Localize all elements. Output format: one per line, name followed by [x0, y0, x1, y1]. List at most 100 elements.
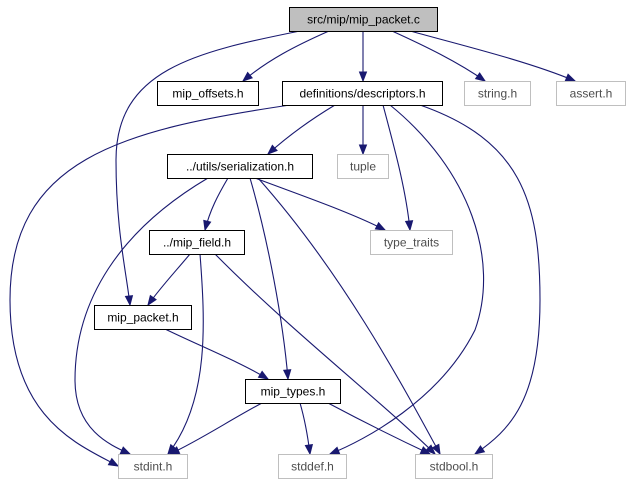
edge-arrowhead: [374, 221, 387, 231]
edge-line: [382, 104, 411, 231]
edge-line: [419, 104, 541, 455]
edge-line: [329, 104, 485, 455]
node-stdbool-h: stdbool.h: [415, 454, 493, 479]
node-box: [118, 454, 188, 479]
node-label: string.h: [478, 87, 517, 101]
edge-mip_packet_c-to-assert_h: [409, 30, 577, 82]
edge-arrowhead: [147, 294, 157, 307]
node-mip-packet-c[interactable]: src/mip/mip_packet.c: [289, 7, 438, 32]
edge-line: [327, 402, 431, 455]
node-box: [245, 379, 341, 404]
node-type-traits: type_traits: [370, 230, 453, 255]
node-box: [167, 154, 313, 179]
node-label: ../mip_field.h: [163, 236, 231, 250]
edge-line: [242, 30, 330, 82]
edge-arrowhead: [107, 457, 120, 467]
node-mip-types-h[interactable]: mip_types.h: [245, 379, 341, 404]
edge-mip_packet_c-to-mip_offsets_h: [241, 30, 330, 82]
node-box: [337, 154, 389, 179]
edge-arrowhead: [257, 370, 270, 380]
node-label: stddef.h: [291, 460, 334, 474]
edge-serialization_h-to-type_traits: [254, 177, 387, 231]
edge-serialization_h-to-stdint_h: [74, 177, 209, 455]
node-descriptors-h[interactable]: definitions/descriptors.h: [282, 81, 443, 106]
edge-arrowhead: [119, 446, 132, 455]
edge-line: [254, 177, 386, 231]
edge-descriptors_h-to-serialization_h: [266, 104, 336, 155]
node-stddef-h: stddef.h: [278, 454, 347, 479]
edge-serialization_h-to-stdbool_h: [257, 177, 441, 456]
edge-line: [409, 30, 576, 82]
edge-arrowhead: [124, 295, 134, 307]
node-box: [370, 230, 453, 255]
node-box: [289, 7, 438, 32]
node-label: mip_packet.h: [107, 311, 178, 325]
edge-mip_field_h-to-stdbool_h: [214, 253, 436, 455]
edge-arrowhead: [168, 446, 181, 455]
node-box: [464, 81, 531, 106]
edge-line: [267, 104, 336, 155]
edge-mip_field_h-to-mip_packet_h: [147, 253, 191, 307]
edge-arrowhead: [282, 369, 292, 381]
node-serialization-h[interactable]: ../utils/serialization.h: [167, 154, 313, 179]
node-box: [149, 230, 245, 255]
edge-line: [167, 253, 204, 455]
node-box: [157, 81, 259, 106]
edge-line: [214, 253, 436, 455]
edge-serialization_h-to-mip_field_h: [203, 177, 229, 232]
node-string-h: string.h: [464, 81, 531, 106]
edge-arrowhead: [328, 446, 341, 455]
node-label: type_traits: [384, 236, 439, 250]
edge-line: [9, 104, 291, 467]
node-box: [415, 454, 493, 479]
edge-mip_types_h-to-stddef_h: [299, 402, 314, 456]
node-mip-offsets-h[interactable]: mip_offsets.h: [157, 81, 259, 106]
edge-arrowhead: [564, 73, 577, 82]
edge-mip_packet_c-to-descriptors_h: [358, 30, 368, 83]
node-mip-field-h[interactable]: ../mip_field.h: [149, 230, 245, 255]
node-label: src/mip/mip_packet.c: [307, 13, 420, 27]
nodes-layer: src/mip/mip_packet.c mip_offsets.h definit…: [94, 7, 626, 479]
node-tuple: tuple: [337, 154, 389, 179]
edge-mip_types_h-to-stdint_h: [168, 402, 263, 455]
edge-arrowhead: [404, 220, 414, 232]
edge-arrowhead: [474, 72, 487, 82]
node-mip-packet-h[interactable]: mip_packet.h: [94, 305, 192, 330]
edge-line: [257, 177, 441, 455]
edge-line: [147, 253, 191, 306]
edge-serialization_h-to-mip_types_h: [249, 177, 292, 381]
edge-arrowhead: [425, 444, 436, 455]
edge-descriptors_h-to-stdint_h: [9, 104, 291, 467]
edge-descriptors_h-to-type_traits: [382, 104, 414, 232]
node-label: tuple: [350, 160, 376, 174]
node-label: stdbool.h: [430, 460, 479, 474]
edges-layer: [9, 30, 577, 467]
node-box: [94, 305, 192, 330]
edge-mip_packet_c-to-string_h: [391, 30, 487, 82]
edge-mip_packet_h-to-mip_types_h: [164, 328, 270, 380]
edge-arrowhead: [358, 71, 368, 83]
edge-arrowhead: [266, 144, 278, 155]
edge-line: [164, 328, 269, 380]
node-label: assert.h: [570, 87, 613, 101]
edge-arrowhead: [358, 144, 368, 156]
edge-mip_types_h-to-stdbool_h: [327, 402, 432, 455]
edge-descriptors_h-to-tuple: [358, 104, 368, 156]
edge-arrowhead: [431, 443, 441, 456]
edge-line: [169, 402, 263, 455]
node-stdint-h: stdint.h: [118, 454, 188, 479]
node-label: mip_types.h: [261, 385, 326, 399]
node-label: mip_offsets.h: [172, 87, 243, 101]
edge-arrowhead: [203, 219, 212, 232]
node-label: stdint.h: [134, 460, 173, 474]
edge-arrowhead: [304, 444, 314, 456]
node-label: definitions/descriptors.h: [299, 87, 425, 101]
node-box: [282, 81, 443, 106]
edge-arrowhead: [419, 446, 432, 455]
edge-line: [74, 177, 209, 455]
node-box: [278, 454, 347, 479]
node-label: ../utils/serialization.h: [186, 160, 294, 174]
edge-arrowhead: [241, 71, 253, 82]
node-box: [556, 81, 626, 106]
